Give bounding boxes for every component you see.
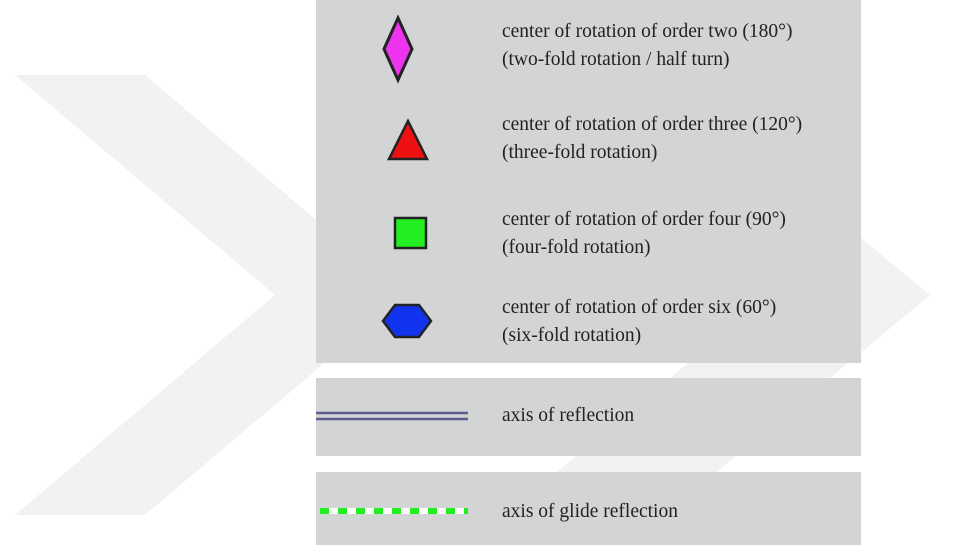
- legend-item-two-fold: center of rotation of order two (180°) (…: [316, 0, 861, 90]
- rotation-legend-panel: center of rotation of order two (180°) (…: [316, 0, 861, 363]
- legend-label-line1: center of rotation of order three (120°): [502, 114, 803, 135]
- square-icon: [393, 216, 428, 250]
- dashed-line-icon: [320, 508, 468, 514]
- triangle-shape: [386, 118, 430, 161]
- reflection-label: axis of reflection: [502, 405, 635, 426]
- legend-label-line2: (four-fold rotation): [502, 237, 651, 258]
- legend-label-line1: center of rotation of order six (60°): [502, 297, 777, 318]
- legend-label: center of rotation of order six (60°) (s…: [502, 294, 776, 350]
- hexagon-shape: [381, 303, 433, 339]
- rhombus-icon: [382, 14, 414, 84]
- legend-label-line2: (two-fold rotation / half turn): [502, 49, 730, 70]
- glide-legend-panel: axis of glide reflection: [316, 472, 861, 545]
- legend-label: center of rotation of order two (180°) (…: [502, 18, 792, 74]
- legend-label-line2: (three-fold rotation): [502, 142, 658, 163]
- reflection-legend-panel: axis of reflection: [316, 378, 861, 456]
- legend-item-three-fold: center of rotation of order three (120°)…: [316, 90, 861, 180]
- legend-item-six-fold: center of rotation of order six (60°) (s…: [316, 270, 861, 363]
- double-line-icon: [316, 411, 468, 421]
- legend-label-line2: (six-fold rotation): [502, 325, 642, 346]
- legend-item-four-fold: center of rotation of order four (90°) (…: [316, 180, 861, 270]
- glide-label: axis of glide reflection: [502, 501, 678, 522]
- hexagon-icon: [381, 303, 433, 339]
- legend-label-line1: center of rotation of order two (180°): [502, 21, 793, 42]
- triangle-icon: [386, 118, 430, 161]
- legend-label: center of rotation of order three (120°)…: [502, 111, 802, 167]
- rhombus-shape: [382, 14, 414, 84]
- square-shape: [393, 216, 428, 250]
- legend-label: center of rotation of order four (90°) (…: [502, 206, 786, 262]
- legend-label-line1: center of rotation of order four (90°): [502, 209, 786, 230]
